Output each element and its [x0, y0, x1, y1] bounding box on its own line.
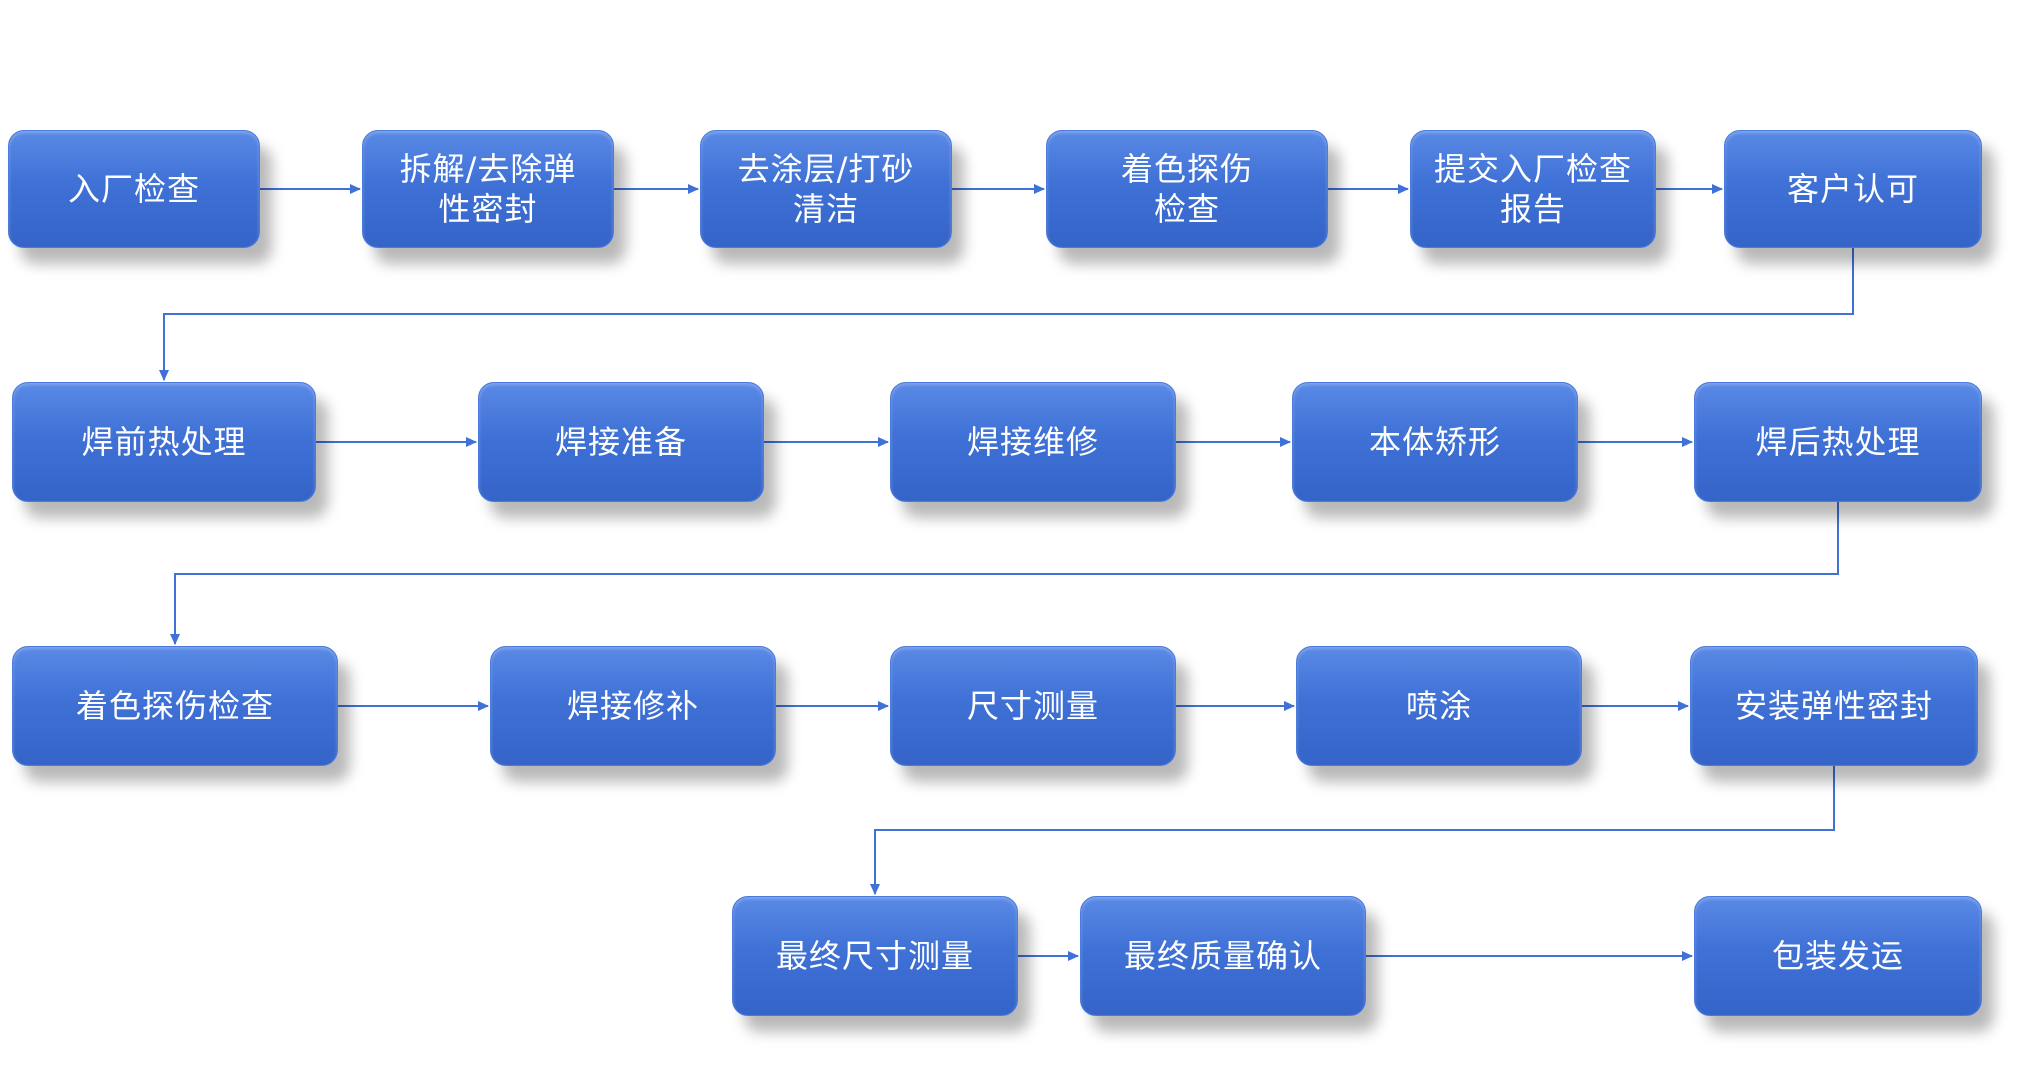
- step-painting: 喷涂: [1296, 646, 1582, 766]
- step-welding-preparation: 焊接准备: [478, 382, 764, 502]
- step-final-dimension-measurement: 最终尺寸测量: [732, 896, 1018, 1016]
- step-body-straightening: 本体矫形: [1292, 382, 1578, 502]
- step-submit-inspection-report: 提交入厂检查 报告: [1410, 130, 1656, 248]
- step-customer-approval: 客户认可: [1724, 130, 1982, 248]
- step-coating-removal-blasting: 去涂层/打砂 清洁: [700, 130, 952, 248]
- step-weld-patching: 焊接修补: [490, 646, 776, 766]
- step-final-quality-confirmation: 最终质量确认: [1080, 896, 1366, 1016]
- connector-arrow-n11-n12: [170, 502, 1839, 645]
- step-weld-repair: 焊接维修: [890, 382, 1176, 502]
- step-dye-penetrant-inspection-2: 着色探伤检查: [12, 646, 338, 766]
- step-dimension-measurement: 尺寸测量: [890, 646, 1176, 766]
- step-dye-penetrant-inspection: 着色探伤 检查: [1046, 130, 1328, 248]
- step-postweld-heat-treatment: 焊后热处理: [1694, 382, 1982, 502]
- step-disassembly-seal-removal: 拆解/去除弹 性密封: [362, 130, 614, 248]
- step-preweld-heat-treatment: 焊前热处理: [12, 382, 316, 502]
- step-packing-shipping: 包装发运: [1694, 896, 1982, 1016]
- step-incoming-inspection: 入厂检查: [8, 130, 260, 248]
- connector-arrow-n6-n7: [159, 248, 1854, 381]
- step-install-elastic-seal: 安装弹性密封: [1690, 646, 1978, 766]
- connector-arrow-n16-n17: [870, 766, 1835, 895]
